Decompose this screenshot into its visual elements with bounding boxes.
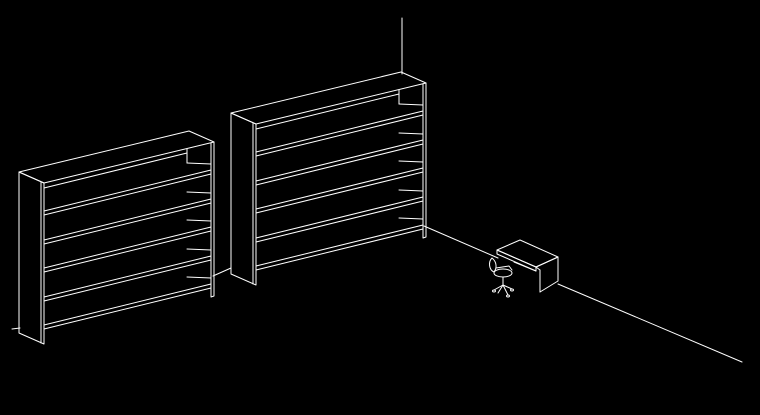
shelf — [255, 110, 424, 153]
shelf-back — [255, 93, 400, 130]
chair-wheel — [506, 294, 510, 298]
room-edges — [11, 17, 743, 363]
left-bookshelf-top — [18, 130, 215, 184]
left-bookshelf-side-panel — [18, 171, 45, 345]
chair-seat — [493, 268, 513, 278]
shelf-back — [186, 248, 212, 251]
right-bookshelf — [230, 71, 427, 286]
shelf-back — [398, 189, 424, 192]
shelf — [255, 114, 424, 157]
chair-backrest — [489, 257, 497, 273]
shelf-back — [186, 191, 212, 194]
desk — [496, 239, 559, 293]
desk-inner-edge — [513, 261, 537, 272]
chair-wheel — [492, 289, 496, 293]
shelf-back — [398, 217, 424, 220]
shelf — [43, 198, 212, 241]
desk-side — [535, 256, 559, 293]
right-bookshelf-top — [230, 71, 427, 125]
shelf — [255, 224, 424, 267]
shelf — [255, 196, 424, 239]
shelf — [255, 228, 424, 271]
shelf — [43, 226, 212, 269]
shelf-back — [186, 162, 212, 165]
shelf — [43, 259, 212, 302]
left-bookshelf-shelves — [43, 152, 212, 330]
chair-base — [497, 284, 509, 296]
left-bookshelf — [18, 130, 215, 345]
shelf — [255, 200, 424, 243]
shelf-back — [186, 219, 212, 222]
office-chair — [489, 257, 514, 298]
shelf-back — [398, 160, 424, 163]
floor-edge-between-shelves — [212, 267, 232, 277]
right-bookshelf-side-panel — [230, 112, 257, 286]
floor-edge-front — [557, 283, 743, 363]
shelf-back — [43, 152, 188, 189]
shelf — [43, 173, 212, 216]
chair-wheel — [510, 288, 514, 292]
left-bookshelf-right-edge — [210, 141, 215, 298]
floor-edge-back — [423, 225, 499, 259]
shelf — [43, 283, 212, 326]
shelf-back — [398, 132, 424, 135]
shelf — [43, 169, 212, 212]
shelf — [43, 230, 212, 273]
desk-front — [496, 249, 537, 272]
shelf — [43, 287, 212, 330]
chair-armrest — [495, 265, 513, 271]
shelf — [43, 202, 212, 245]
shelf-back — [398, 103, 424, 106]
right-bookshelf-shelves — [255, 93, 424, 271]
shelf — [255, 139, 424, 182]
shelf — [255, 167, 424, 210]
shelf — [255, 171, 424, 214]
shelf-back — [186, 276, 212, 279]
shelf — [43, 255, 212, 298]
right-bookshelf-right-edge — [422, 82, 427, 239]
shelf — [255, 143, 424, 186]
